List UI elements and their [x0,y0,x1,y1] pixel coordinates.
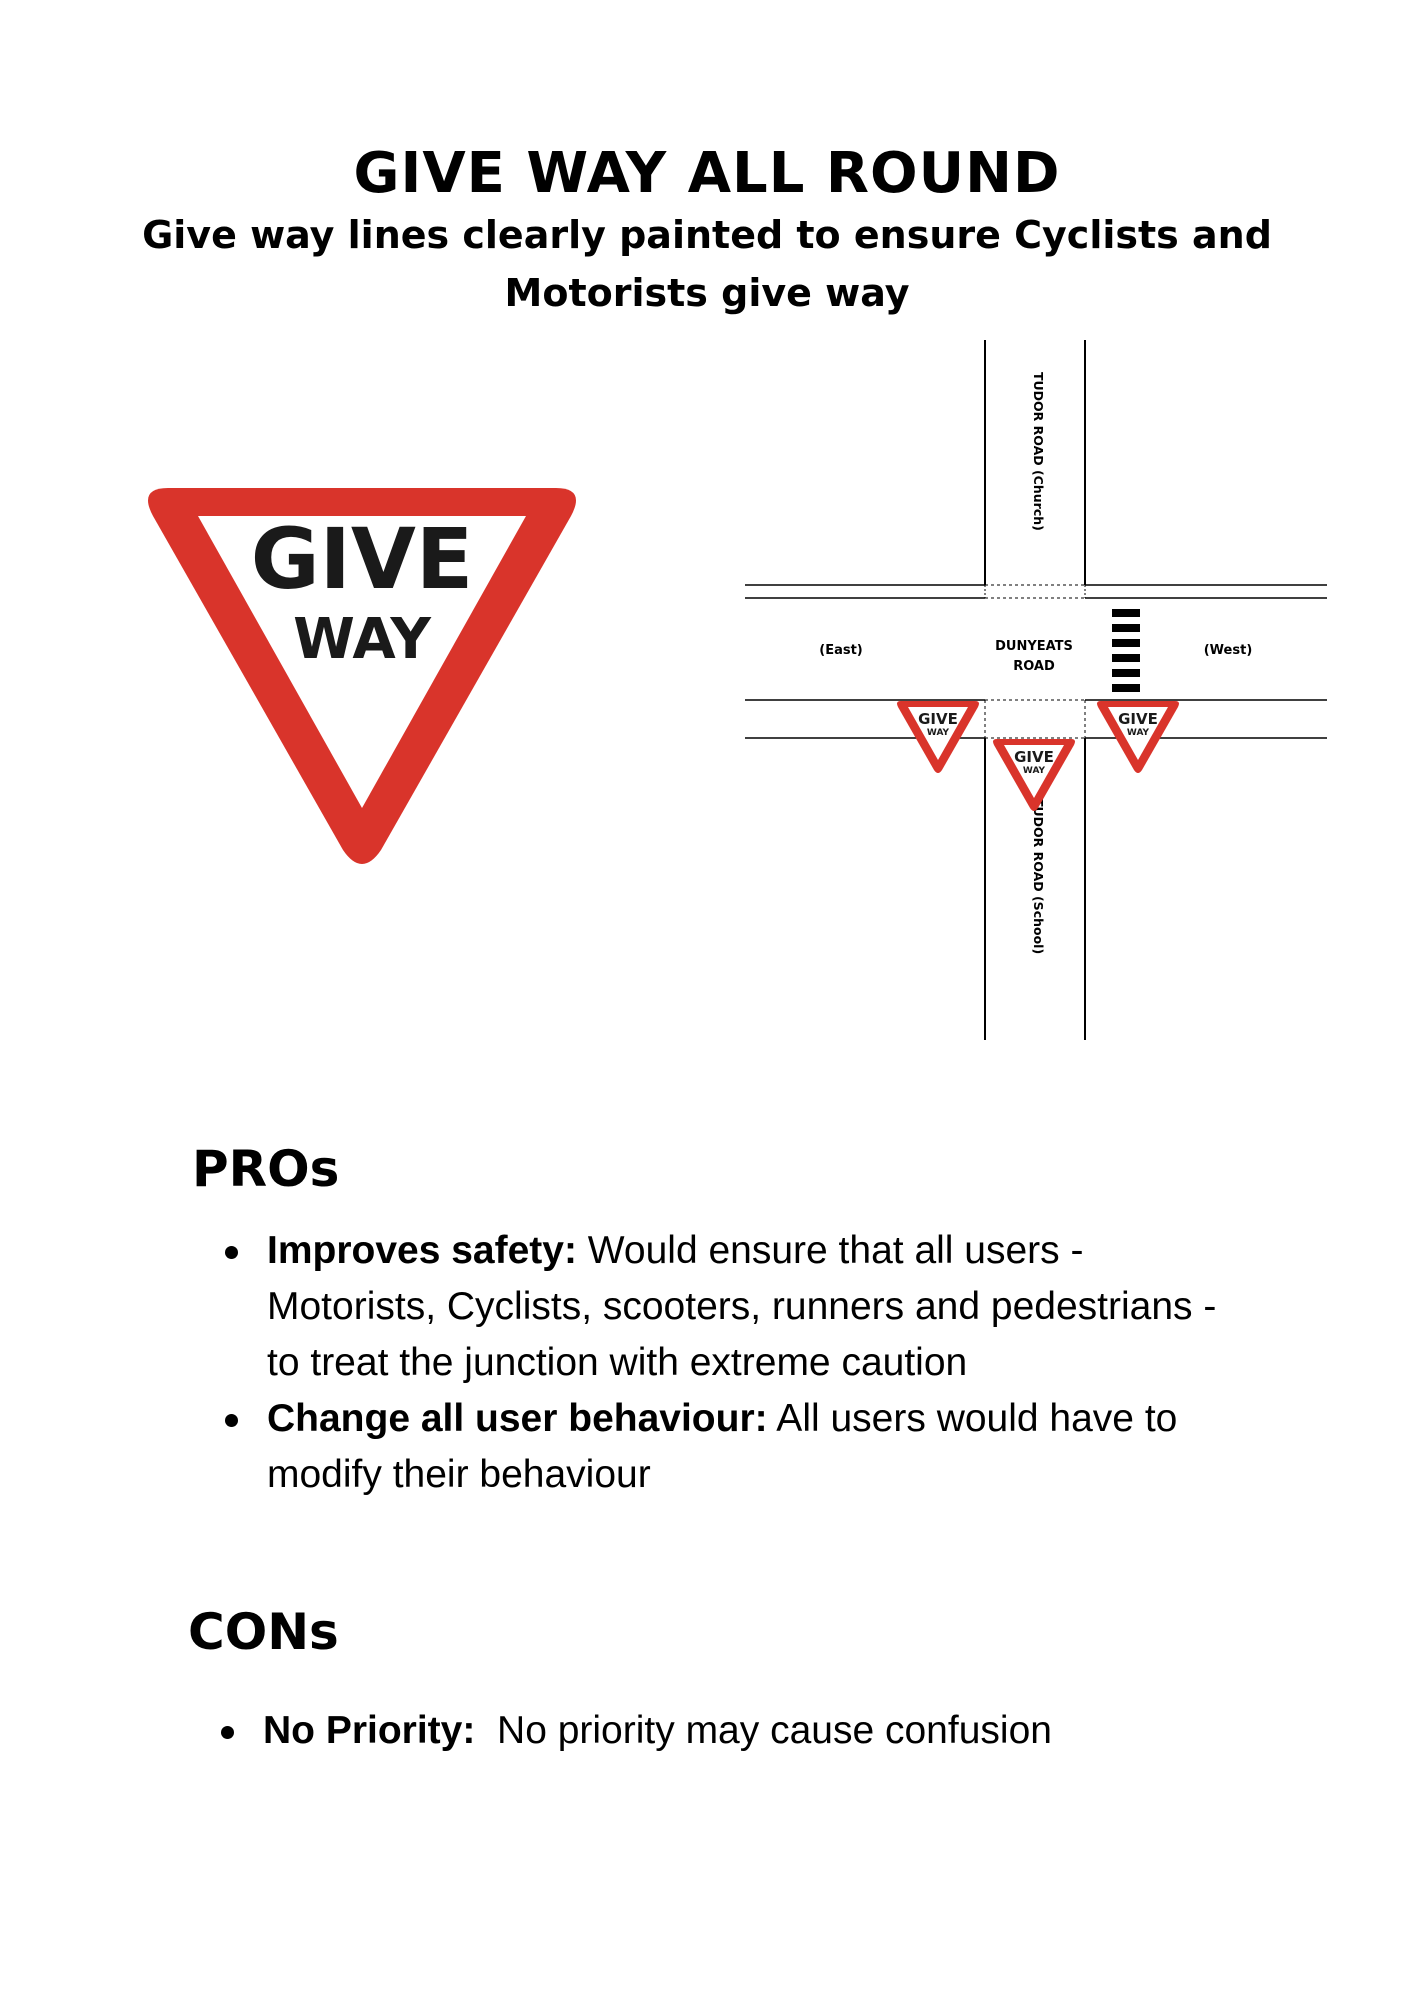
sign-way-text: WAY [293,607,432,672]
list-item-text: Would ensure that all users - Motorists,… [267,1229,1217,1384]
list-item: Improves safety: Would ensure that all u… [225,1223,1235,1391]
sign-give-text: GIVE [251,510,474,608]
main-road-label-line1: DUNYEATS [995,639,1073,654]
list-item: No Priority: No priority may cause confu… [221,1703,1271,1759]
list-item-bold: No Priority: [263,1709,476,1752]
page-title: GIVE WAY ALL ROUND [353,141,1061,206]
list-item-text: All users would have to modify their beh… [267,1397,1178,1496]
main-road-label-line2: ROAD [1013,659,1055,674]
small-sign-center-way: WAY [1023,766,1046,776]
small-sign-right-give: GIVE [1118,710,1158,728]
cons-heading: CONs [188,1603,339,1661]
west-label: (West) [1204,643,1253,658]
pros-list: Improves safety: Would ensure that all u… [225,1223,1235,1503]
small-sign-left-give: GIVE [918,710,958,728]
east-label: (East) [819,643,863,658]
small-give-way-sign-right: GIVE WAY [1097,701,1179,773]
junction-diagram: TUDOR ROAD (Church) TUDOR ROAD (School) … [745,340,1327,1040]
small-give-way-sign-center: GIVE WAY [993,739,1075,811]
north-road-label: TUDOR ROAD (Church) [1031,372,1046,531]
small-give-way-sign-left: GIVE WAY [897,701,979,773]
list-item-text: No priority may cause confusion [475,1709,1052,1752]
south-road-label: TUDOR ROAD (School) [1031,798,1046,954]
cons-list: No Priority: No priority may cause confu… [221,1703,1271,1759]
sign-white-inner [198,516,526,808]
small-sign-center-give: GIVE [1014,748,1054,766]
pros-heading: PROs [192,1140,340,1198]
list-item: Change all user behaviour: All users wou… [225,1391,1235,1503]
list-item-bold: Improves safety: [267,1229,577,1272]
page-subtitle: Give way lines clearly painted to ensure… [142,213,1272,315]
list-item-bold: Change all user behaviour: [267,1397,768,1440]
zebra-crossing [1112,609,1140,692]
small-sign-right-way: WAY [1127,728,1150,738]
give-way-sign-icon: GIVE WAY [148,488,576,864]
small-sign-left-way: WAY [927,728,950,738]
